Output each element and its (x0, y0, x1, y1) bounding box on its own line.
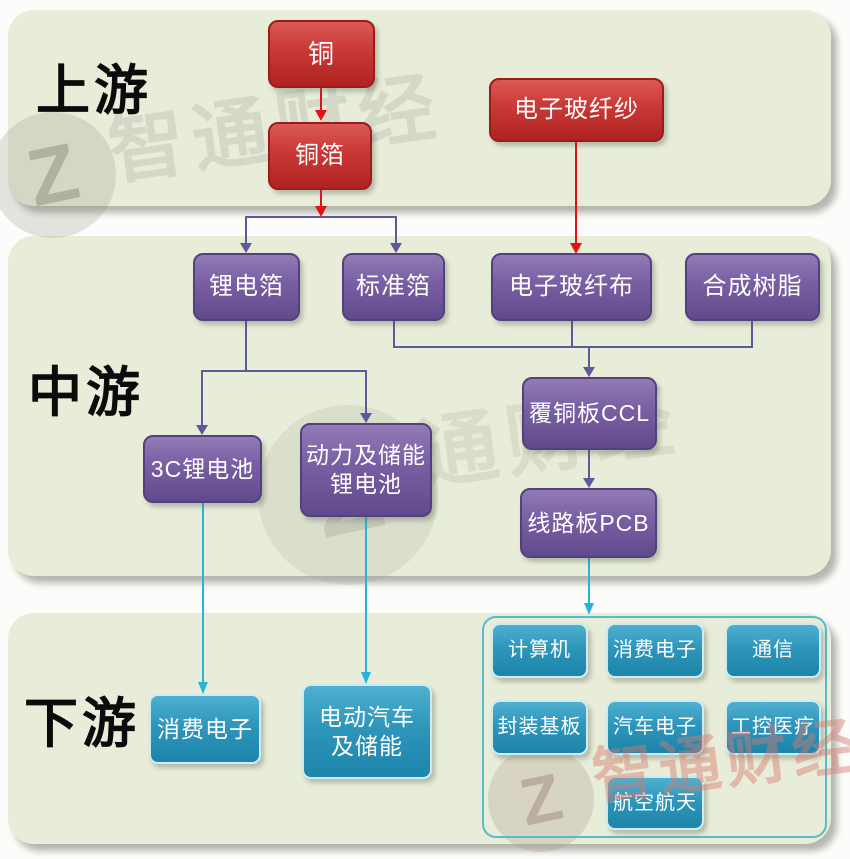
node-app-package-substrate: 封装基板 (491, 700, 588, 755)
node-app-consumer-electronics-label: 消费电子 (613, 639, 697, 661)
connector-pcb-to-apps (588, 558, 590, 606)
label-midstream: 中游 (28, 363, 144, 423)
arrowhead-down-icon (583, 367, 595, 377)
node-glass-fiber-yarn-label: 电子玻纤纱 (514, 96, 639, 123)
connector-merge-horizontal (393, 346, 753, 348)
arrowhead-down-icon (583, 478, 595, 488)
node-copper-label: 铜 (307, 38, 335, 69)
node-app-package-substrate-label: 封装基板 (497, 716, 582, 738)
node-app-communication: 通信 (725, 623, 821, 678)
node-glass-fiber-cloth-label: 电子玻纤布 (509, 273, 634, 300)
connector-branch-to-lifoil (245, 216, 247, 244)
arrowhead-down-icon (570, 243, 582, 254)
connector-cloth-stub (571, 321, 573, 348)
node-glass-fiber-cloth: 电子玻纤布 (491, 253, 652, 321)
node-app-computer: 计算机 (491, 623, 588, 678)
node-lithium-battery-foil: 锂电箔 (193, 253, 300, 321)
node-3c-battery-label: 3C锂电池 (150, 455, 255, 482)
node-app-communication-label: 通信 (752, 639, 794, 661)
node-app-computer-label: 计算机 (508, 639, 571, 661)
node-ev-storage-line2: 及储能 (331, 732, 403, 759)
node-app-consumer-electronics: 消费电子 (606, 623, 704, 678)
arrowhead-down-icon (361, 672, 371, 684)
node-app-aerospace-label: 航空航天 (613, 791, 697, 814)
arrowhead-down-icon (390, 243, 402, 253)
node-pcb-label: 线路板PCB (527, 509, 650, 536)
node-copper-foil: 铜箔 (268, 122, 372, 190)
node-synthetic-resin: 合成树脂 (685, 253, 820, 321)
node-app-industrial-medical-label: 工控医疗 (731, 716, 815, 738)
node-app-industrial-medical: 工控医疗 (725, 700, 821, 755)
node-app-automotive-electronics: 汽车电子 (606, 700, 704, 755)
node-app-automotive-electronics-label: 汽车电子 (613, 716, 697, 738)
arrowhead-down-icon (315, 206, 327, 217)
node-synthetic-resin-label: 合成树脂 (702, 273, 803, 300)
arrowhead-down-icon (584, 603, 594, 615)
connector-lifoil-horizontal (201, 370, 367, 372)
node-3c-battery: 3C锂电池 (143, 435, 262, 503)
node-power-storage-battery: 动力及储能 锂电池 (300, 423, 432, 517)
node-ccl: 覆铜板CCL (522, 377, 657, 450)
node-ev-storage-line1: 电动汽车 (319, 703, 415, 730)
connector-3c-to-consumer (202, 503, 204, 685)
node-power-storage-battery-line1: 动力及储能 (306, 442, 426, 469)
connector-foil-branch-horizontal (245, 216, 397, 218)
connector-branch-to-stdfoil (395, 216, 397, 244)
connector-to-power-battery (365, 370, 367, 415)
node-copper-foil-label: 铜箔 (295, 142, 345, 169)
node-consumer-electronics: 消费电子 (149, 694, 261, 764)
node-standard-foil: 标准箔 (342, 253, 445, 321)
node-standard-foil-label: 标准箔 (356, 273, 431, 300)
connector-lifoil-stem (245, 321, 247, 372)
label-upstream: 上游 (36, 61, 152, 121)
connector-copperfoil-down (320, 190, 322, 208)
node-glass-fiber-yarn: 电子玻纤纱 (489, 78, 664, 142)
node-app-aerospace: 航空航天 (606, 776, 704, 830)
connector-copper-to-copperfoil (320, 88, 322, 114)
arrowhead-down-icon (360, 413, 372, 423)
node-lithium-battery-foil-label: 锂电箔 (209, 273, 284, 300)
node-power-storage-battery-line2: 锂电池 (330, 471, 402, 497)
connector-resin-stub (751, 321, 753, 348)
connector-yarn-to-cloth (575, 142, 577, 245)
connector-to-3c-battery (201, 370, 203, 427)
arrowhead-down-icon (240, 243, 252, 253)
arrowhead-down-icon (198, 682, 208, 694)
arrowhead-down-icon (315, 110, 327, 121)
node-consumer-electronics-label: 消费电子 (157, 715, 253, 742)
connector-stdfoil-stub (393, 321, 395, 348)
connector-ccl-to-pcb (588, 450, 590, 480)
node-ev-storage: 电动汽车 及储能 (302, 684, 432, 779)
section-upstream-panel (8, 10, 831, 206)
label-downstream: 下游 (24, 694, 140, 754)
arrowhead-down-icon (196, 425, 208, 435)
node-ccl-label: 覆铜板CCL (528, 400, 650, 427)
node-copper: 铜 (268, 20, 375, 88)
connector-merge-to-ccl (588, 346, 590, 368)
connector-power-to-ev (365, 517, 367, 675)
node-pcb: 线路板PCB (520, 488, 657, 558)
pcb-applications-group (482, 616, 827, 838)
